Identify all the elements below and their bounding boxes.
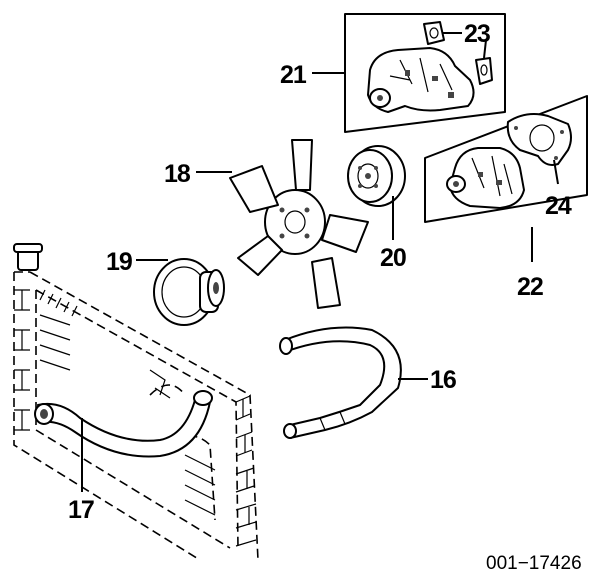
cooling-fan [229, 139, 369, 309]
callout-16: 16 [430, 366, 456, 394]
fan-pulley [347, 145, 406, 207]
callout-23: 23 [464, 20, 490, 48]
lower-radiator-hose [34, 390, 213, 458]
leader-lines [81, 32, 559, 492]
callout-21: 21 [280, 61, 307, 89]
upper-radiator-hose [279, 326, 402, 439]
callout-24: 24 [545, 192, 572, 220]
callout-22: 22 [517, 273, 543, 301]
callout-19: 19 [106, 248, 132, 276]
water-pump-kit-22 [424, 95, 588, 223]
water-pump-kit-21 [344, 13, 506, 133]
callout-17: 17 [68, 496, 94, 524]
fan-clutch [153, 258, 225, 326]
callout-20: 20 [380, 244, 406, 272]
document-id: 001−17426 [486, 553, 582, 574]
callout-18: 18 [164, 160, 191, 188]
